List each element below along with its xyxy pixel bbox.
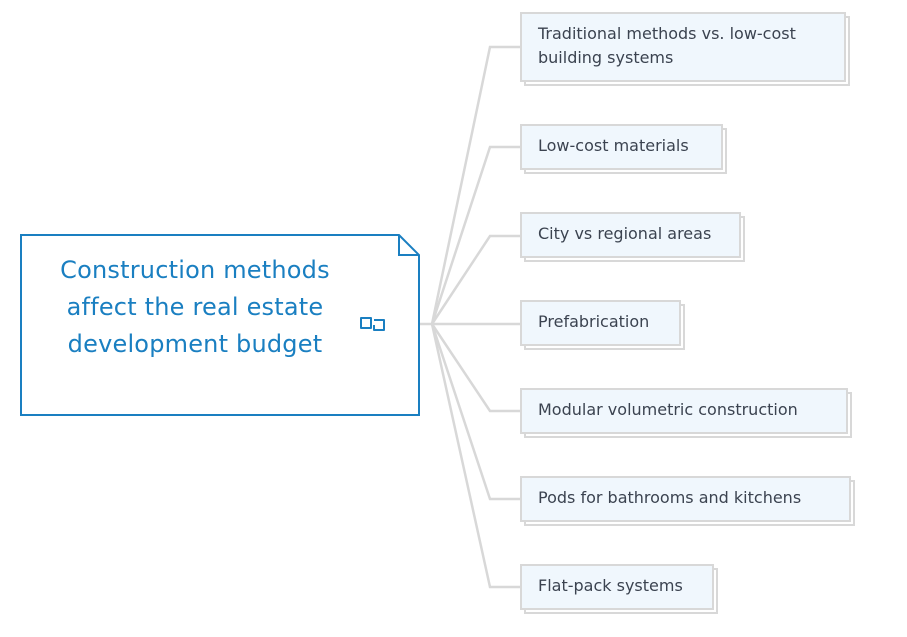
branch-topic[interactable]: City vs regional areas [520,212,745,262]
branch-topic[interactable]: Modular volumetric construction [520,388,852,438]
branch-label: City vs regional areas [520,212,741,258]
branch-topic[interactable]: Low-cost materials [520,124,727,174]
root-topic[interactable]: Construction methods affect the real est… [60,256,330,358]
branch-label: Pods for bathrooms and kitchens [520,476,851,522]
branch-topic[interactable]: Traditional methods vs. low-cost buildin… [520,12,850,86]
branch-label: Low-cost materials [520,124,723,170]
branch-topic[interactable]: Prefabrication [520,300,685,350]
branch-topic[interactable]: Pods for bathrooms and kitchens [520,476,855,526]
root-node-border [20,234,420,416]
branch-topic[interactable]: Flat-pack systems [520,564,718,614]
branch-label: Modular volumetric construction [520,388,848,434]
linked-topic-icon[interactable] [358,314,388,334]
branch-label: Traditional methods vs. low-cost buildin… [520,12,846,82]
branch-label: Flat-pack systems [520,564,714,610]
branch-label: Prefabrication [520,300,681,346]
